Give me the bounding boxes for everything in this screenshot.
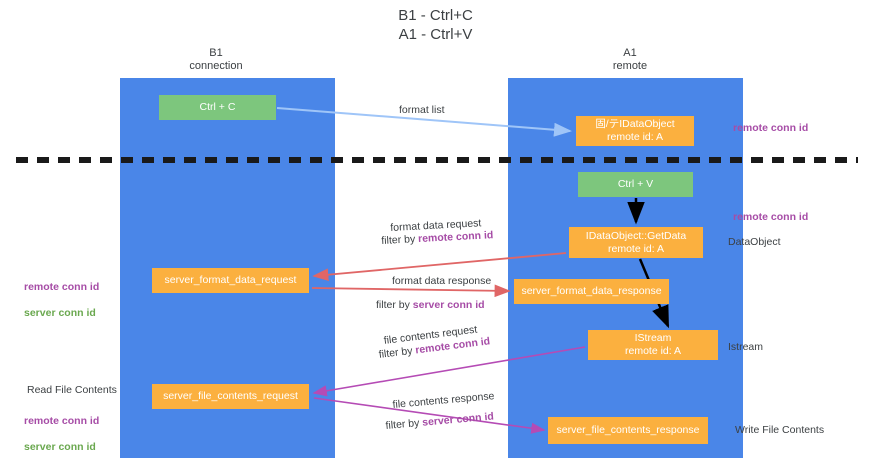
node-ctrl-v[interactable]: Ctrl + V <box>578 172 693 197</box>
edge-label-file-contents-response-filter: filter by server conn id <box>385 410 494 433</box>
arrow-format-data-response <box>311 284 511 298</box>
node-idataobject-line2: remote id: A <box>606 131 664 143</box>
filter-by-prefix-1: filter by <box>381 233 419 247</box>
filter-by-prefix-2: filter by <box>376 299 413 311</box>
node-server-format-data-request[interactable]: server_format_data_request <box>152 268 309 293</box>
filter-value-server-conn-id-1: server conn id <box>412 299 485 311</box>
node-idataobject-getdata[interactable]: IDataObject::GetData remote id: A <box>569 227 703 258</box>
node-getdata-line1: IDataObject::GetData <box>585 229 687 242</box>
filter-value-server-conn-id-2: server conn id <box>421 410 495 429</box>
label-server-conn-id-left-top: server conn id <box>24 307 96 319</box>
label-server-conn-id-left-bottom: server conn id <box>24 441 96 453</box>
column-header-a1: A1 remote <box>612 47 648 72</box>
node-getdata-line2: remote id: A <box>607 242 665 255</box>
column-header-b1: B1 connection <box>189 47 243 72</box>
filter-by-prefix-4: filter by <box>385 416 423 432</box>
node-ctrl-c[interactable]: Ctrl + C <box>159 95 276 120</box>
node-ctrl-v-label: Ctrl + V <box>617 178 654 190</box>
node-istream[interactable]: IStream remote id: A <box>588 330 718 360</box>
node-server-file-contents-request[interactable]: server_file_contents_request <box>152 384 309 409</box>
label-istream: Istream <box>728 341 764 353</box>
node-server-format-data-response[interactable]: server_format_data_response <box>514 279 669 304</box>
node-server-format-data-response-label: server_format_data_response <box>521 285 662 297</box>
label-remote-conn-id-top: remote conn id <box>733 122 809 134</box>
label-read-file-contents: Read File Contents <box>27 384 117 396</box>
label-dataobject: DataObject <box>728 236 781 248</box>
label-remote-conn-id-mid: remote conn id <box>733 211 809 223</box>
label-left-conn-ids-top: remote conn id server conn id <box>24 268 99 320</box>
node-server-file-contents-response[interactable]: server_file_contents_response <box>548 417 708 444</box>
edge-label-format-data-response: format data response <box>392 275 492 287</box>
node-istream-line1: IStream <box>634 332 672 344</box>
node-ctrl-c-label: Ctrl + C <box>199 101 236 113</box>
edge-label-file-contents-response: file contents response <box>392 390 495 411</box>
node-server-format-data-request-label: server_format_data_request <box>164 274 297 286</box>
filter-by-prefix-3: filter by <box>378 344 417 361</box>
page-title: B1 - Ctrl+C A1 - Ctrl+V <box>398 7 473 43</box>
node-istream-line2: remote id: A <box>624 345 682 357</box>
filter-value-remote-conn-id-1: remote conn id <box>417 229 494 246</box>
label-write-file-contents: Write File Contents <box>735 424 825 436</box>
edge-label-format-list: format list <box>399 104 445 116</box>
node-server-file-contents-request-label: server_file_contents_request <box>163 390 298 402</box>
node-idataobject[interactable]: 固/テIDataObject remote id: A <box>576 116 694 146</box>
label-remote-conn-id-left-bottom: remote conn id <box>24 415 100 427</box>
label-remote-conn-id-left-top: remote conn id <box>24 281 100 293</box>
node-idataobject-line1: 固/テIDataObject <box>595 118 675 130</box>
label-left-conn-ids-bottom: remote conn id server conn id <box>24 402 99 454</box>
node-server-file-contents-response-label: server_file_contents_response <box>556 424 700 436</box>
edge-label-format-data-response-filter: filter by server conn id <box>376 298 485 312</box>
